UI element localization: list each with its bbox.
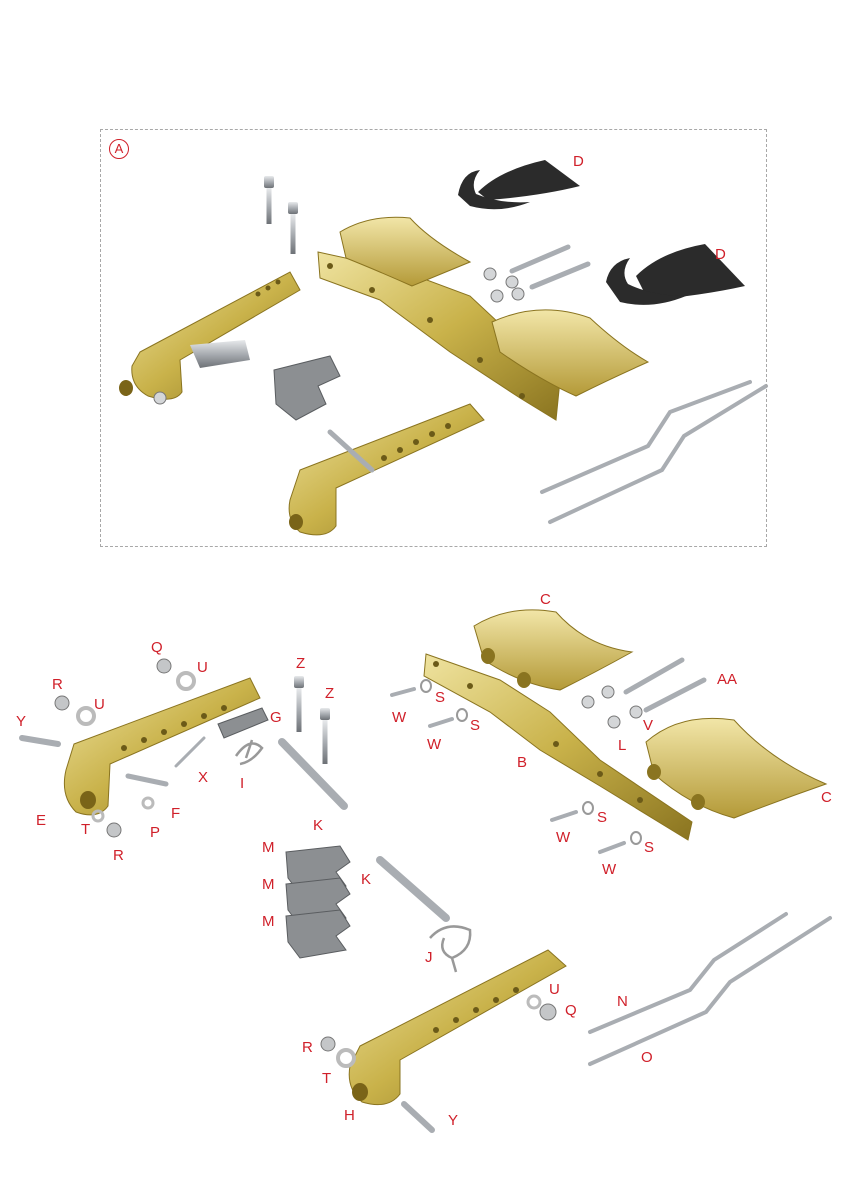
label-z1: Z xyxy=(296,655,306,672)
label-c-right: C xyxy=(821,789,832,806)
small-parts-gfxikp xyxy=(125,707,348,810)
label-r-left: R xyxy=(113,847,124,864)
flap-c-top xyxy=(473,609,634,691)
kit-pad-d2 xyxy=(606,244,745,305)
label-l: L xyxy=(618,737,627,754)
kit-pad-d1 xyxy=(458,160,580,210)
label-b: B xyxy=(517,754,528,771)
label-u-top: U xyxy=(197,659,208,676)
label-q-top: Q xyxy=(151,639,163,656)
label-w2: W xyxy=(427,736,442,753)
arm-h xyxy=(320,949,567,1133)
kit-center-bracket xyxy=(317,216,650,421)
label-q-right: Q xyxy=(565,1002,577,1019)
label-u-right: U xyxy=(549,981,560,998)
label-n: N xyxy=(617,993,628,1010)
label-p: P xyxy=(150,824,161,841)
label-o: O xyxy=(641,1049,653,1066)
label-y-left: Y xyxy=(16,713,27,730)
label-w3: W xyxy=(556,829,571,846)
bolts-z xyxy=(294,676,330,764)
screws-w-washers-s xyxy=(390,679,642,854)
label-f: F xyxy=(171,805,181,822)
kit-a-frame xyxy=(100,129,767,547)
label-m1: M xyxy=(262,839,275,856)
label-s3: S xyxy=(597,809,608,826)
label-h: H xyxy=(344,1107,355,1124)
label-r-top: R xyxy=(52,676,63,693)
label-e: E xyxy=(36,812,47,829)
label-w4: W xyxy=(602,861,617,878)
label-y-bottom: Y xyxy=(448,1112,459,1129)
kit-a-parts xyxy=(119,160,768,536)
label-w1: W xyxy=(392,709,407,726)
long-bolts-aa xyxy=(581,657,707,729)
label-s1: S xyxy=(435,689,446,706)
label-t-bottom: T xyxy=(322,1070,332,1087)
label-z2: Z xyxy=(325,685,335,702)
pin-k-spring-j xyxy=(376,856,472,973)
label-s4: S xyxy=(644,839,655,856)
label-t-left: T xyxy=(81,821,91,838)
arm-e-fasteners xyxy=(19,658,196,838)
rods-n-o xyxy=(588,912,832,1066)
label-r-bottom: R xyxy=(302,1039,313,1056)
label-c-top: C xyxy=(540,591,551,608)
blocks-m xyxy=(285,845,351,959)
label-j: J xyxy=(425,949,433,966)
flap-c-right xyxy=(645,717,828,819)
exploded-parts xyxy=(19,609,832,1133)
arm-e xyxy=(63,677,261,816)
kit-long-bolts xyxy=(483,244,591,303)
label-k1: K xyxy=(313,817,324,834)
kit-bolts xyxy=(264,176,298,254)
label-aa: AA xyxy=(717,671,738,688)
kit-upper-arm xyxy=(119,271,301,405)
label-m2: M xyxy=(262,876,275,893)
label-m3: M xyxy=(262,913,275,930)
kit-rods xyxy=(540,380,768,524)
label-i: I xyxy=(240,775,245,792)
label-s2: S xyxy=(470,717,481,734)
kit-m-blocks xyxy=(273,355,341,421)
label-k2: K xyxy=(361,871,372,888)
label-kit-d1: D xyxy=(573,153,584,170)
label-v: V xyxy=(643,717,654,734)
center-bracket-b xyxy=(423,653,693,841)
label-x: X xyxy=(198,769,209,786)
kit-lower-arm xyxy=(288,403,485,536)
label-u-left: U xyxy=(94,696,105,713)
label-kit-d2: D xyxy=(715,246,726,263)
label-g: G xyxy=(270,709,282,726)
kit-a-badge: A xyxy=(109,139,129,159)
